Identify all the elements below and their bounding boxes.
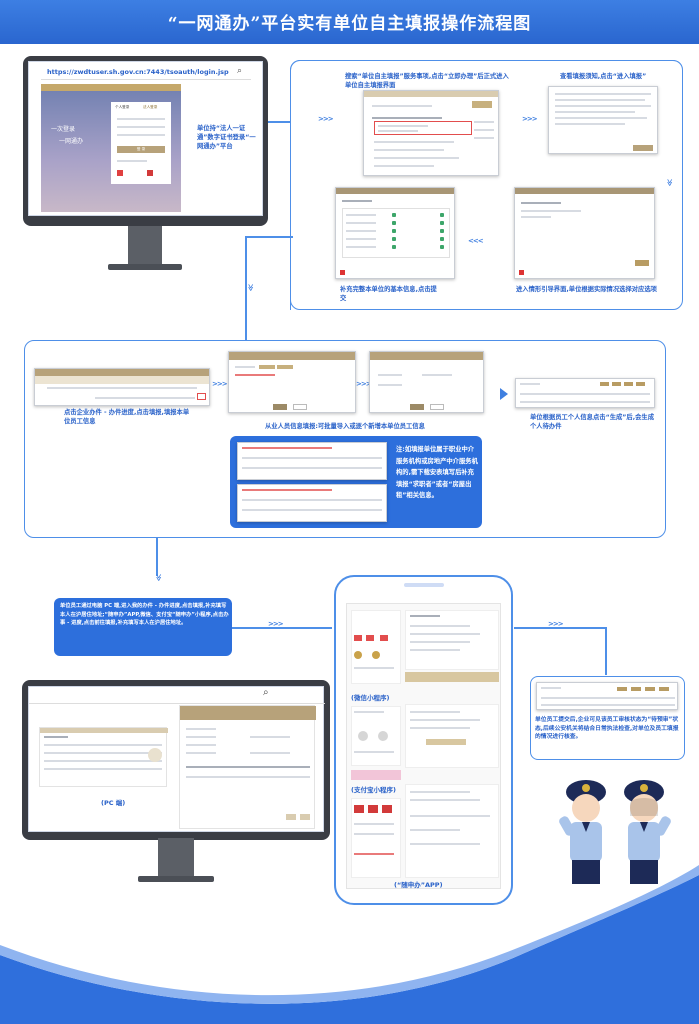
arrow-6: >>> bbox=[268, 620, 284, 628]
phone-screen: (微信小程序) (支付宝小程序) bbox=[346, 603, 501, 889]
tab-corp[interactable]: 法人登录 bbox=[143, 105, 158, 109]
step-9-text: 单位员工通过电脑 PC 端,进入我的办件 - 办件进度,点击填报,补充填写本人在… bbox=[60, 603, 229, 626]
pc-base bbox=[138, 876, 214, 882]
pc-monitor: ⌕ (PC 端) bbox=[22, 680, 330, 840]
header-banner bbox=[0, 0, 699, 44]
arrow-1: >>> bbox=[318, 115, 334, 123]
screenshot-batch-import bbox=[237, 442, 387, 480]
step-9-panel bbox=[54, 598, 232, 656]
alipay-label: (支付宝小程序) bbox=[351, 786, 396, 794]
page-title: “一网通办”平台实有单位自主填报操作流程图 bbox=[167, 14, 532, 34]
flow-frame-middle bbox=[24, 340, 666, 538]
search-icon[interactable]: ⌕ bbox=[237, 66, 243, 76]
step-3-text: 查看填报须知,点击“进入填报” bbox=[560, 73, 647, 80]
wechat-label: (微信小程序) bbox=[351, 694, 390, 702]
login-button[interactable]: 登 录 bbox=[117, 146, 165, 153]
phone-frame: (微信小程序) (支付宝小程序) bbox=[334, 575, 513, 905]
arrow-7: >>> bbox=[548, 620, 564, 628]
arrow-5: >>> bbox=[356, 380, 372, 388]
pc-form bbox=[179, 705, 316, 829]
step-6-text: 点击企业办件 - 办件进度,点击填报,填报本单位员工信息 bbox=[64, 409, 190, 425]
screenshot-add-employee bbox=[369, 351, 484, 413]
pc-search-icon[interactable]: ⌕ bbox=[263, 687, 269, 698]
step-4-text: 进入情形引导界面,单位根据实际情况选择对应选项 bbox=[516, 286, 657, 293]
screenshot-enterprise-list bbox=[34, 368, 210, 406]
screenshot-notice bbox=[548, 86, 658, 154]
login-card: 个人登录 法人登录 登 录 bbox=[111, 102, 171, 184]
tab-personal[interactable]: 个人登录 bbox=[115, 105, 130, 109]
arrow-3: <<< bbox=[468, 237, 484, 245]
login-page: 一次登录 一网通办 个人登录 法人登录 登 录 bbox=[41, 84, 181, 212]
screenshot-review-status bbox=[536, 682, 678, 710]
screenshot-generate bbox=[515, 378, 655, 408]
step-2-text: 搜索“单位自主填报”服务事项,点击“立即办理”后正式进入单位自主填报界面 bbox=[345, 73, 509, 89]
arrow-triangle bbox=[500, 388, 508, 400]
step-1-text: 单位持“法人一证通”数字证书登录“一网通办”平台 bbox=[197, 125, 256, 150]
pc-list bbox=[39, 727, 168, 787]
pc-stand bbox=[158, 838, 194, 878]
step-10-text: 单位员工提交后,企业可见该员工审核状态为“待预审”状态,后续公安机关将结合日常执… bbox=[535, 717, 679, 740]
arrow-4: >>> bbox=[212, 380, 228, 388]
arrow-down-1: ≫ bbox=[665, 178, 674, 187]
slogan-1: 一次登录 bbox=[51, 126, 76, 133]
login-monitor: https://zwdtuser.sh.gov.cn:7443/tsoauth/… bbox=[23, 56, 268, 226]
step-8-text: 单位根据员工个人信息点击“生成”后,会生成个人待办件 bbox=[530, 414, 655, 430]
pc-screen: ⌕ (PC 端) bbox=[28, 686, 325, 832]
login-screen: https://zwdtuser.sh.gov.cn:7443/tsoauth/… bbox=[28, 61, 263, 216]
step-5-text: 补充完整本单位的基本信息,点击提交 bbox=[340, 286, 437, 302]
note-text: 注:如填报单位属于职业中介服务机构或房地产中介服务机构的,需下载安表填写后补充填… bbox=[396, 446, 478, 499]
monitor-base bbox=[108, 264, 182, 270]
step-7-text: 从业人员信息填报:可批量导入或逐个新增本单位员工信息 bbox=[265, 423, 425, 430]
monitor-stand bbox=[128, 226, 162, 266]
arrow-2: >>> bbox=[522, 115, 538, 123]
police-officers-illustration bbox=[559, 780, 671, 884]
url-text: https://zwdtuser.sh.gov.cn:7443/tsoauth/… bbox=[47, 68, 229, 76]
screenshot-employee-modal bbox=[228, 351, 356, 413]
pc-label: (PC 端) bbox=[101, 799, 126, 807]
screenshot-special-form bbox=[237, 484, 387, 522]
slogan-2: 一网通办 bbox=[59, 138, 84, 145]
url-bar: https://zwdtuser.sh.gov.cn:7443/tsoauth/… bbox=[41, 66, 251, 80]
bottom-wave bbox=[0, 865, 699, 1024]
screenshot-basic-info bbox=[335, 187, 455, 279]
arrow-down-3: ≫ bbox=[154, 573, 163, 582]
app-label: (“随申办”APP) bbox=[394, 881, 443, 889]
screenshot-guide bbox=[514, 187, 655, 279]
arrow-down-2: ≫ bbox=[246, 283, 255, 292]
screenshot-search-service bbox=[363, 90, 499, 176]
